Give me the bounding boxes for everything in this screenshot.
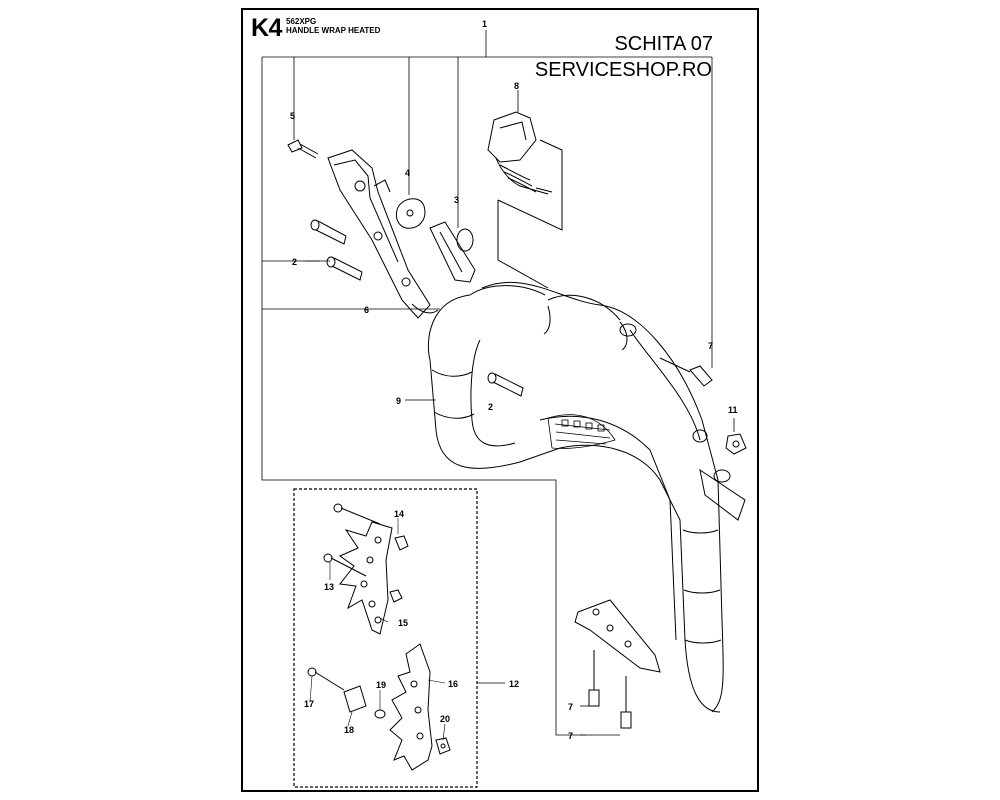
callout-2-upper: 2 [292, 257, 297, 267]
kit-callout-leaders [309, 518, 446, 741]
page-frame [241, 8, 759, 792]
callout-5: 5 [290, 111, 295, 121]
callout-1: 1 [482, 19, 487, 29]
callout-9: 9 [396, 396, 401, 406]
callout-12: 12 [509, 679, 519, 689]
spiked-plate-part-15 [338, 521, 393, 635]
callout-7-bottom-a: 7 [568, 702, 573, 712]
assembly-bracket-lines [261, 30, 735, 736]
callout-2-lower: 2 [488, 402, 493, 412]
tube-mount-brackets [574, 323, 746, 673]
trigger-part-3 [429, 221, 476, 283]
callout-20: 20 [440, 714, 450, 724]
nut-part-11 [725, 433, 747, 455]
model-label: 562XPG [286, 17, 317, 26]
kit-fasteners-upper [323, 503, 409, 603]
callout-19: 19 [376, 680, 386, 690]
section-title: HANDLE WRAP HEATED [286, 26, 381, 35]
spiked-plate-part-16 [389, 643, 433, 771]
screws-part-7 [588, 357, 713, 729]
kit-dashed-box [293, 488, 478, 788]
front-handle-tube [427, 281, 724, 713]
screw-part-5 [287, 139, 319, 159]
callout-11: 11 [728, 405, 738, 415]
callout-4: 4 [405, 168, 410, 178]
callout-13: 13 [324, 582, 334, 592]
callout-18: 18 [344, 725, 354, 735]
callout-7-bottom-b: 7 [568, 731, 573, 741]
screws-part-2 [310, 219, 524, 397]
callout-17: 17 [304, 699, 314, 709]
callout-15: 15 [398, 618, 408, 628]
callout-6: 6 [364, 305, 369, 315]
sketch-label: SCHITA 07 [614, 33, 713, 55]
heating-grip-pattern [547, 414, 616, 449]
shop-label: SERVICESHOP.RO [534, 59, 712, 81]
callout-16: 16 [448, 679, 458, 689]
callout-14: 14 [394, 509, 404, 519]
handle-bracket-part-6 [327, 149, 439, 319]
section-code: K4 [251, 14, 282, 42]
callout-3: 3 [454, 195, 459, 205]
callout-7-right: 7 [708, 341, 713, 351]
cam-part-4 [395, 198, 426, 229]
switch-assembly-part-8 [487, 111, 563, 289]
callout-8: 8 [514, 81, 519, 91]
